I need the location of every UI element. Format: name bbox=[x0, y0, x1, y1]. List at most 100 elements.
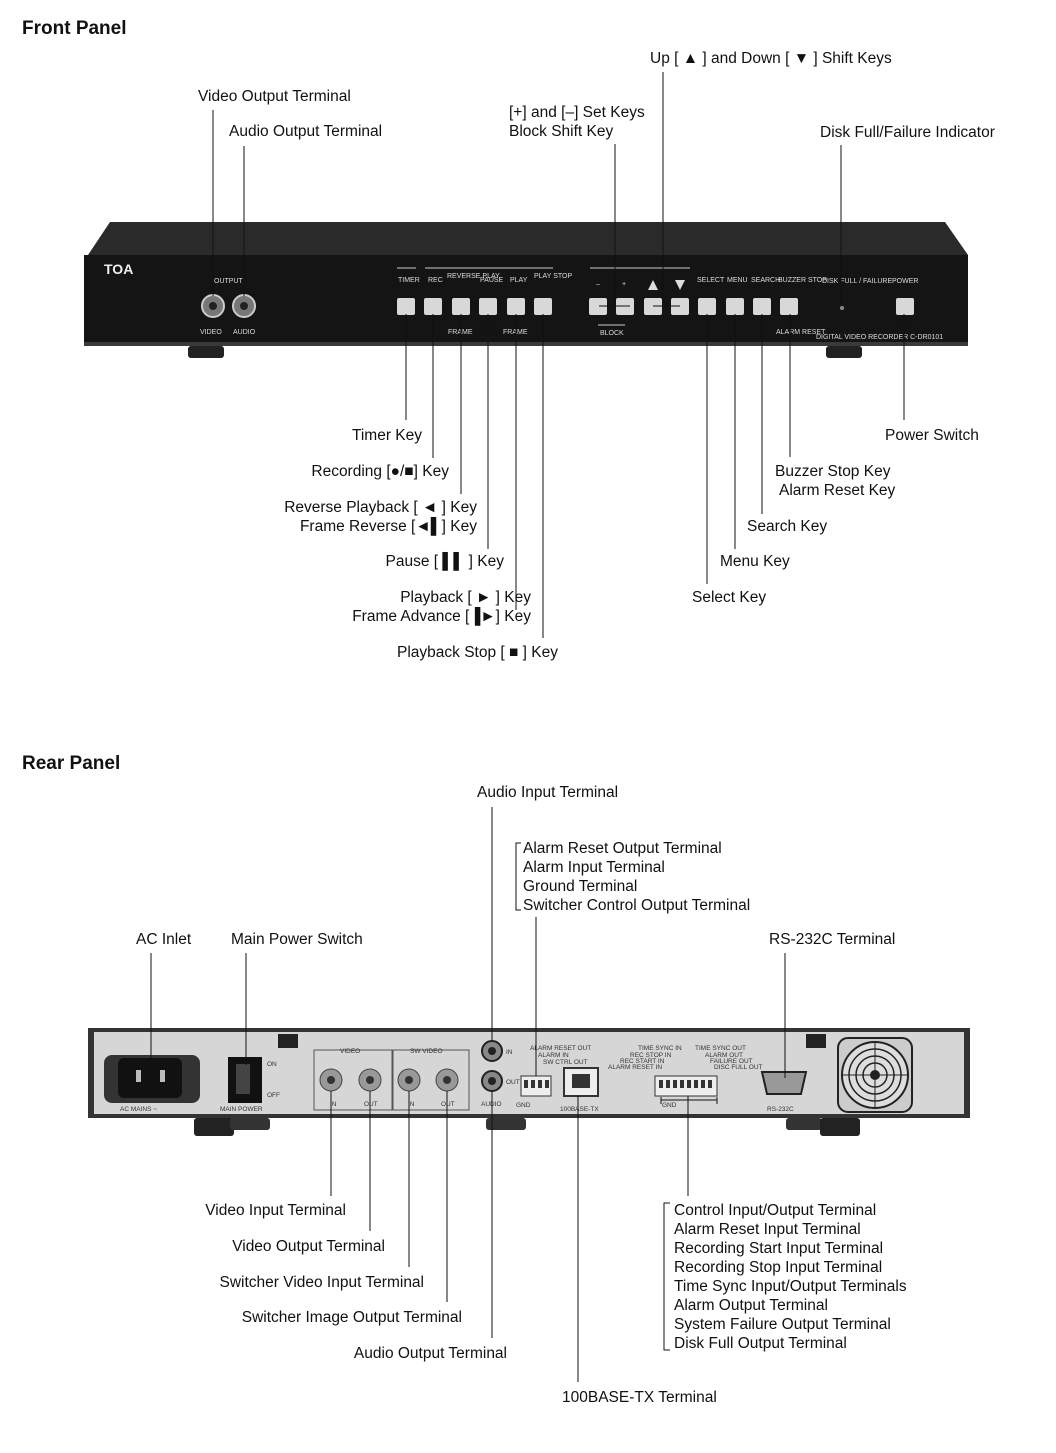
label-100base-tx: 100BASE-TX Terminal bbox=[562, 1389, 717, 1406]
base-tx-label: 100BASE-TX bbox=[560, 1106, 599, 1113]
sw-ctrl-out-label: SW CTRL OUT bbox=[543, 1059, 588, 1066]
timer-label: TIMER bbox=[398, 277, 420, 284]
pause-key[interactable] bbox=[479, 298, 497, 315]
label-video-output: Video Output Terminal bbox=[198, 88, 351, 105]
gnd-label-1: GND bbox=[516, 1102, 531, 1109]
buzzer-stop-key[interactable] bbox=[780, 298, 798, 315]
search-key[interactable] bbox=[753, 298, 771, 315]
rec-stop-in-label: REC STOP IN bbox=[630, 1052, 672, 1059]
front-panel-title: Front Panel bbox=[22, 18, 127, 39]
time-sync-in-label: TIME SYNC IN bbox=[638, 1045, 682, 1052]
label-shift-keys: Up [ ▲ ] and Down [ ▼ ] Shift Keys bbox=[650, 50, 892, 67]
failure-out-label: FAILURE OUT bbox=[710, 1058, 753, 1065]
label-switcher-image-output: Switcher Image Output Terminal bbox=[241, 1309, 462, 1326]
front-device: TOA OUTPUT VIDEO AUDIO TIMER REC REVERSE… bbox=[84, 222, 968, 358]
minus-set-key[interactable] bbox=[589, 298, 607, 315]
video-label: VIDEO bbox=[200, 329, 222, 336]
select-key[interactable] bbox=[698, 298, 716, 315]
brand-logo: TOA bbox=[104, 261, 133, 277]
label-power-switch: Power Switch bbox=[885, 427, 979, 444]
label-menu-key: Menu Key bbox=[720, 553, 790, 570]
label-reverse-playback: Reverse Playback [ ◄ ] Key bbox=[284, 499, 477, 516]
label-time-sync: Time Sync Input/Output Terminals bbox=[674, 1278, 907, 1295]
power-switch[interactable] bbox=[896, 298, 914, 315]
alarm-in-label: ALARM IN bbox=[538, 1052, 569, 1059]
disk-full-indicator bbox=[840, 306, 844, 310]
label-recording-start-input: Recording Start Input Terminal bbox=[674, 1240, 884, 1257]
frame-reverse-label: FRAME bbox=[448, 329, 473, 336]
label-rear-video-input: Video Input Terminal bbox=[205, 1202, 346, 1219]
label-search-key: Search Key bbox=[747, 518, 828, 535]
gnd-label-2: GND bbox=[662, 1102, 677, 1109]
alarm-reset-label: ALARM RESET bbox=[776, 329, 826, 336]
recording-key[interactable] bbox=[424, 298, 442, 315]
select-label: SELECT bbox=[697, 277, 725, 284]
sw-out-label: OUT bbox=[441, 1101, 455, 1108]
search-label: SEARCH bbox=[751, 277, 780, 284]
timer-key[interactable] bbox=[397, 298, 415, 315]
rear-leader-lines bbox=[150, 807, 786, 1382]
reverse-play-label: REVERSE PLAY bbox=[447, 273, 500, 280]
label-disk-full: Disk Full/Failure Indicator bbox=[820, 124, 995, 141]
play-stop-label: PLAY STOP bbox=[534, 273, 572, 280]
label-alarm-reset-input: Alarm Reset Input Terminal bbox=[674, 1221, 861, 1238]
fan-icon bbox=[837, 1037, 913, 1113]
label-rear-audio-output: Audio Output Terminal bbox=[353, 1345, 507, 1362]
sw-video-label: SW VIDEO bbox=[410, 1048, 443, 1055]
label-recording-stop-input: Recording Stop Input Terminal bbox=[674, 1259, 883, 1276]
rear-video-label: VIDEO bbox=[340, 1048, 360, 1055]
label-playback-key: Playback [ ► ] Key bbox=[400, 589, 531, 606]
rs232c-label: RS-232C bbox=[767, 1106, 794, 1113]
playback-stop-key[interactable] bbox=[534, 298, 552, 315]
label-set-keys: [+] and [–] Set Keys bbox=[509, 104, 645, 121]
up-arrow-icon bbox=[648, 280, 658, 290]
plus-label: + bbox=[622, 281, 626, 288]
audio-in-label: IN bbox=[506, 1049, 513, 1056]
control-terminal-block[interactable] bbox=[654, 1075, 718, 1097]
off-label: OFF bbox=[267, 1092, 280, 1099]
rear-device: AC MAINS ~ ON OFF MAIN POWER VIDEO IN OU… bbox=[88, 1028, 970, 1136]
menu-key[interactable] bbox=[726, 298, 744, 315]
label-ground: Ground Terminal bbox=[523, 878, 638, 895]
label-control-io: Control Input/Output Terminal bbox=[674, 1202, 877, 1219]
label-alarm-reset: Alarm Reset Key bbox=[779, 482, 896, 499]
label-alarm-reset-output: Alarm Reset Output Terminal bbox=[523, 840, 722, 857]
label-frame-reverse: Frame Reverse [◄▌] Key bbox=[299, 518, 477, 535]
rs232c-port[interactable] bbox=[760, 1071, 808, 1095]
menu-label: MENU bbox=[727, 277, 748, 284]
rec-label: REC bbox=[428, 277, 443, 284]
label-rs232c: RS-232C Terminal bbox=[769, 931, 896, 948]
playback-key[interactable] bbox=[507, 298, 525, 315]
disc-full-out-label: DISC FULL OUT bbox=[714, 1064, 763, 1071]
label-buzzer-stop: Buzzer Stop Key bbox=[775, 463, 891, 480]
power-label: POWER bbox=[892, 278, 918, 285]
label-switcher-control-output: Switcher Control Output Terminal bbox=[523, 897, 751, 914]
audio-out-label: OUT bbox=[506, 1079, 520, 1086]
play-label: PLAY bbox=[510, 277, 528, 284]
rear-audio-label: AUDIO bbox=[481, 1101, 502, 1108]
model-label: DIGITAL VIDEO RECORDER C-DR0101 bbox=[816, 334, 943, 341]
label-select-key: Select Key bbox=[692, 589, 767, 606]
label-disk-full-output: Disk Full Output Terminal bbox=[674, 1335, 847, 1352]
buzzer-stop-label: BUZZER STOP bbox=[778, 277, 827, 284]
frame-advance-label: FRAME bbox=[503, 329, 528, 336]
front-leader-lines bbox=[212, 72, 905, 638]
rear-panel-title: Rear Panel bbox=[22, 753, 121, 774]
label-main-power: Main Power Switch bbox=[231, 931, 363, 948]
label-rear-video-output: Video Output Terminal bbox=[232, 1238, 385, 1255]
reverse-playback-key[interactable] bbox=[452, 298, 470, 315]
label-audio-input: Audio Input Terminal bbox=[477, 784, 619, 801]
video-in-label: IN bbox=[330, 1101, 337, 1108]
label-system-failure-output: System Failure Output Terminal bbox=[674, 1316, 891, 1333]
label-alarm-output: Alarm Output Terminal bbox=[674, 1297, 828, 1314]
label-alarm-input: Alarm Input Terminal bbox=[523, 859, 665, 876]
label-audio-output: Audio Output Terminal bbox=[229, 123, 383, 140]
label-switcher-video-input: Switcher Video Input Terminal bbox=[219, 1274, 424, 1291]
time-sync-out-label: TIME SYNC OUT bbox=[695, 1045, 746, 1052]
video-out-label: OUT bbox=[364, 1101, 378, 1108]
pause-label: PAUSE bbox=[480, 277, 504, 284]
down-arrow-icon bbox=[675, 280, 685, 290]
alarm-out-label: ALARM OUT bbox=[705, 1052, 743, 1059]
alarm-reset-in-label: ALARM RESET IN bbox=[608, 1064, 662, 1071]
